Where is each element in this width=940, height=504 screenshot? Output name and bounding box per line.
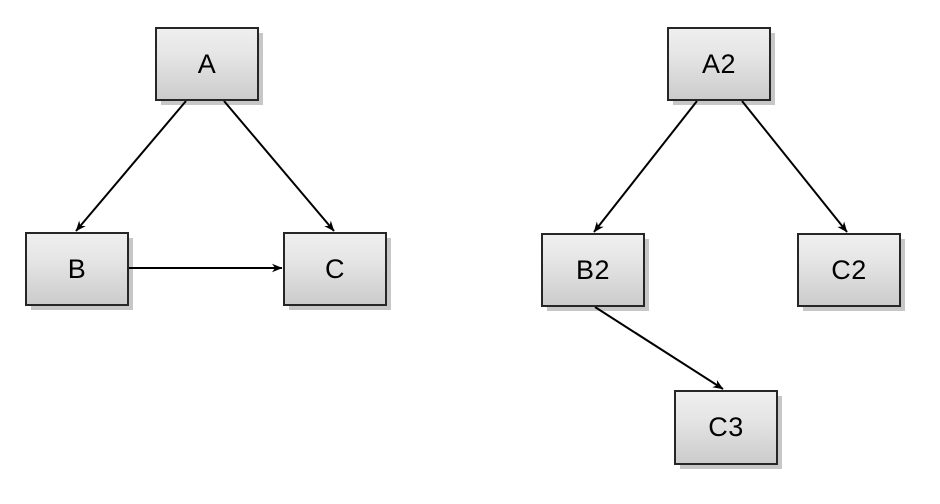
edge-a2-to-b2 [593, 100, 698, 233]
node-label: B [67, 253, 87, 284]
edge-a-to-c [223, 100, 335, 232]
edge-a2-to-c2 [741, 100, 848, 233]
node-label: C3 [708, 412, 744, 442]
node-a[interactable]: A [155, 27, 259, 101]
node-label: C2 [831, 254, 867, 285]
node-b2[interactable]: B2 [541, 233, 645, 307]
node-label: C [325, 253, 345, 284]
node-label: A2 [701, 48, 737, 79]
node-c3[interactable]: C3 [674, 390, 778, 465]
edge-a-to-b [75, 100, 187, 232]
node-c2[interactable]: C2 [797, 233, 901, 307]
node-b[interactable]: B [25, 232, 129, 306]
edge-b2-to-c3 [594, 306, 724, 390]
node-c[interactable]: C [283, 232, 387, 306]
node-a2[interactable]: A2 [667, 27, 771, 101]
node-label: B2 [575, 254, 611, 285]
edges-group [75, 100, 848, 390]
node-label: A [197, 48, 217, 79]
